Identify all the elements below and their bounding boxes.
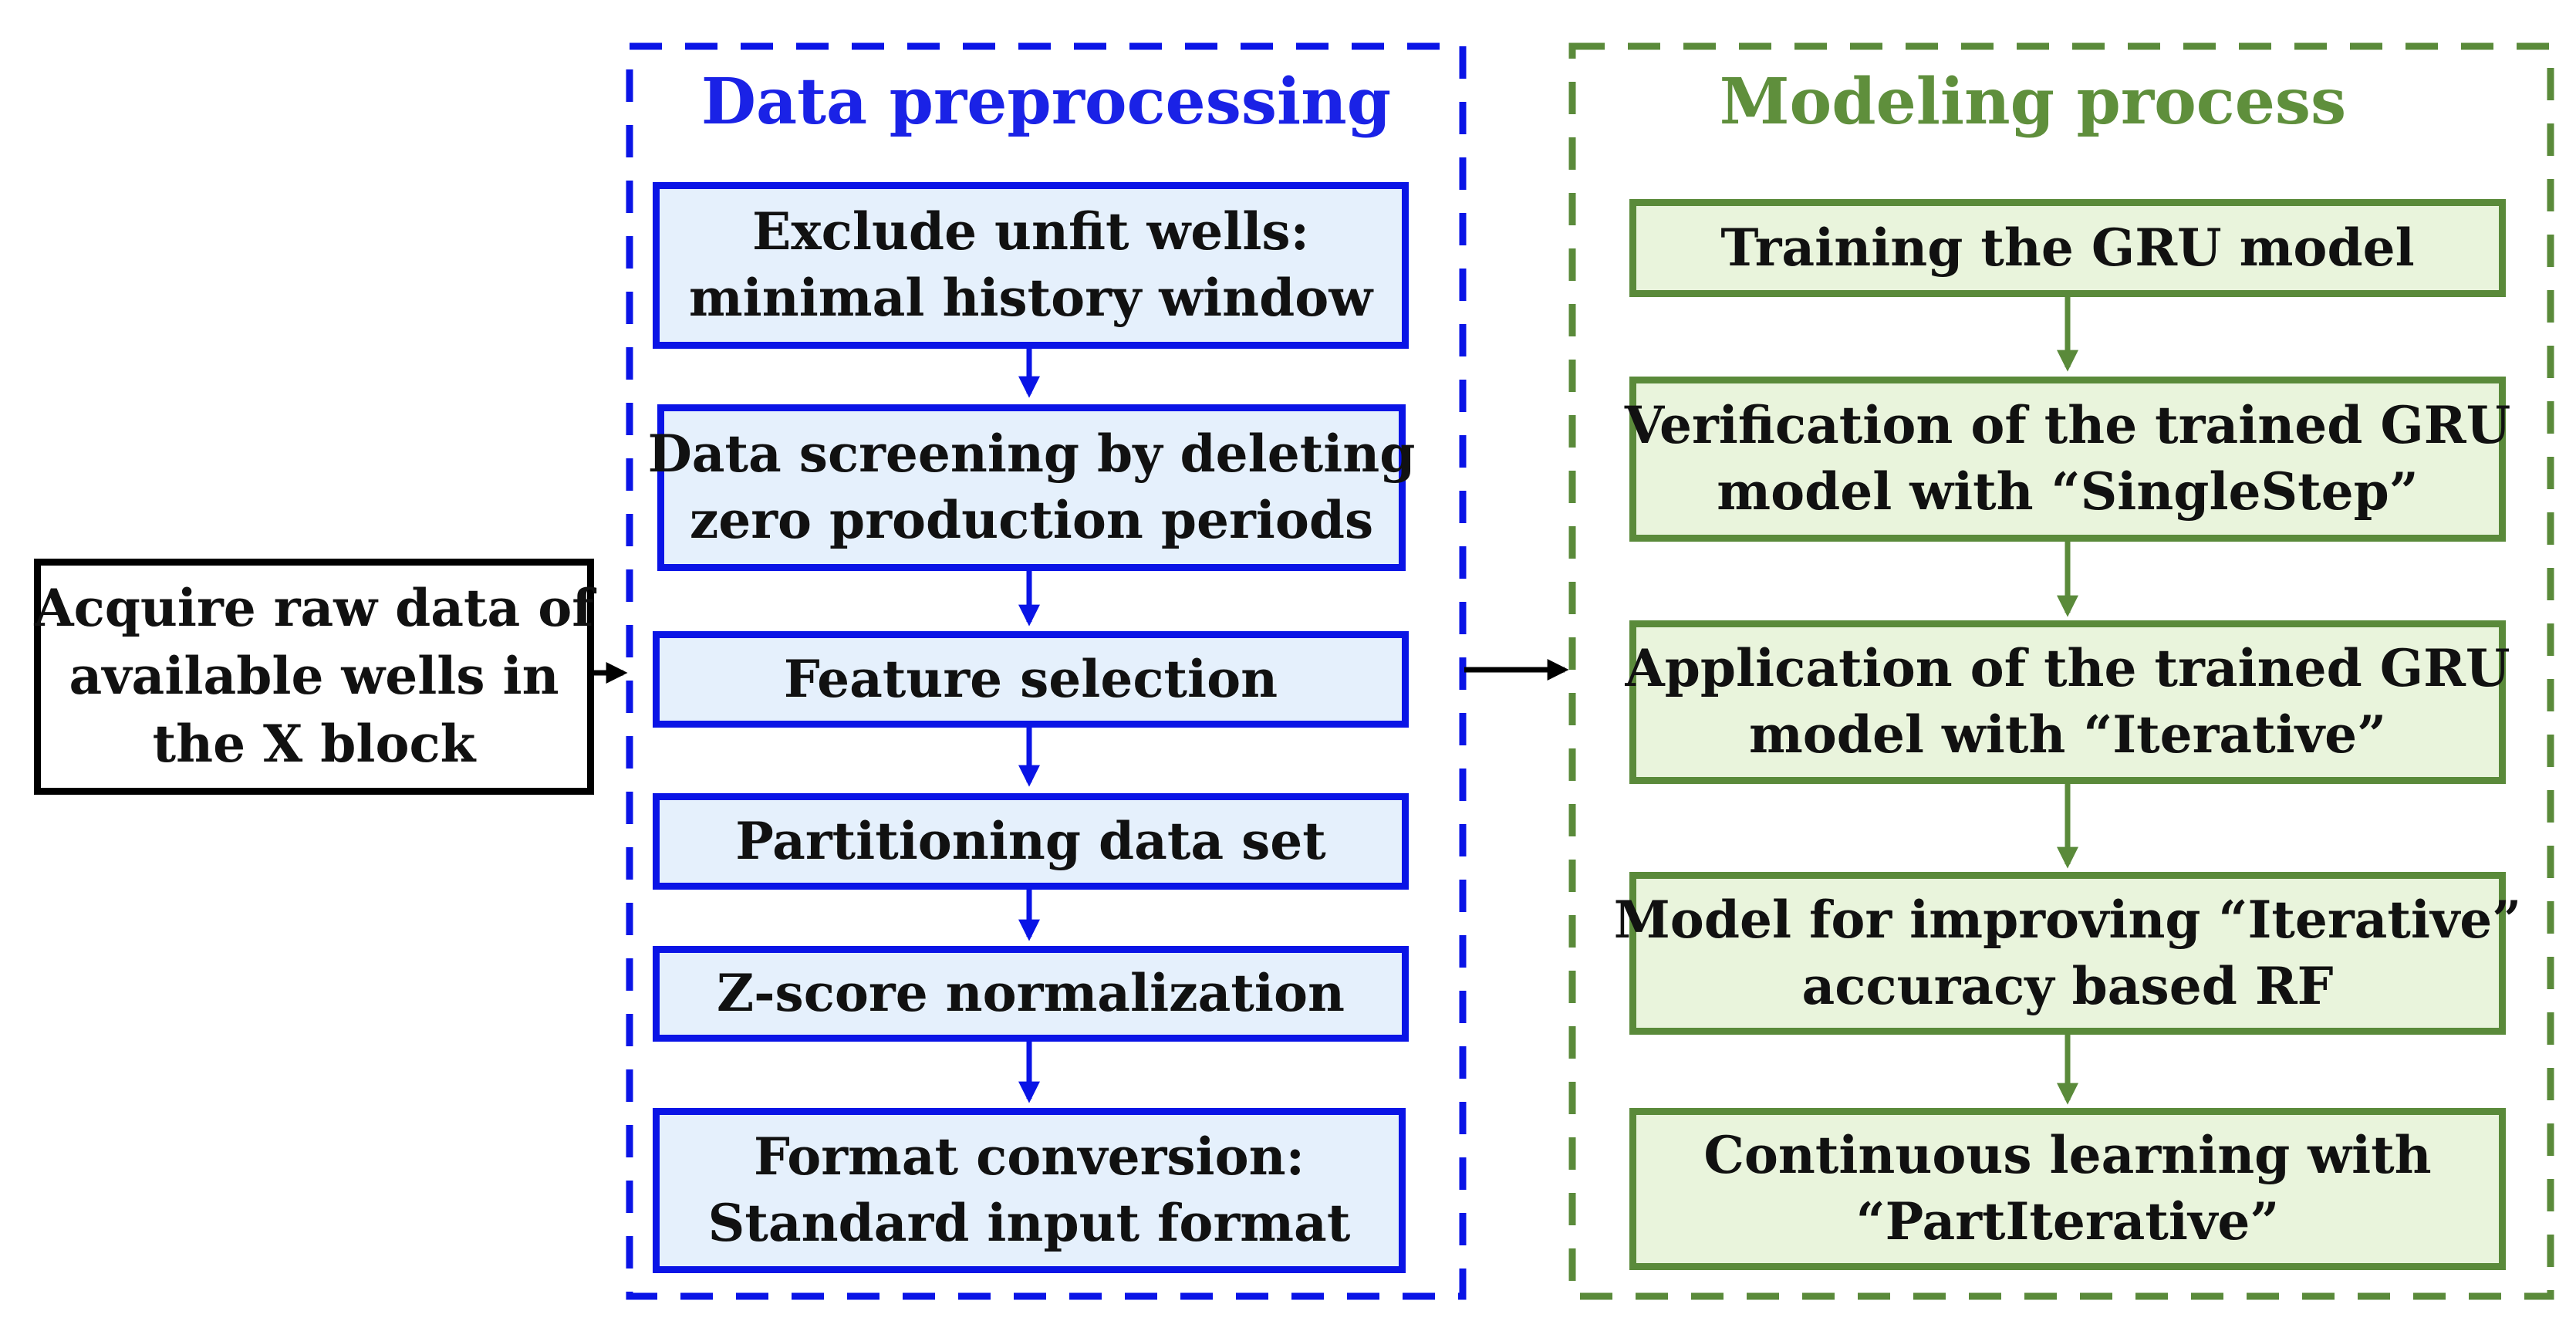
step-line: Data screening by deleting: [647, 424, 1416, 485]
step-line: accuracy based RF: [1801, 955, 2334, 1016]
step-line: Training the GRU model: [1720, 217, 2415, 278]
modeling-step-training: Training the GRU model: [1629, 199, 2506, 297]
modeling-step-application: Application of the trained GRU model wit…: [1626, 620, 2510, 784]
step-line: Verification of the trained GRU: [1624, 395, 2511, 456]
step-line: Partitioning data set: [735, 810, 1326, 871]
input-box: Acquire raw data of available wells in t…: [34, 559, 594, 795]
input-line: the X block: [152, 713, 476, 774]
preprocessing-title: Data preprocessing: [701, 65, 1392, 139]
step-line: model with “Iterative”: [1748, 704, 2387, 765]
step-line: Exclude unfit wells:: [752, 201, 1309, 262]
step-line: Z-score normalization: [716, 963, 1345, 1024]
preprocessing-step-format-conversion: Format conversion: Standard input format: [653, 1108, 1406, 1273]
modeling-step-verification: Verification of the trained GRU model wi…: [1625, 377, 2510, 542]
step-line: zero production periods: [689, 490, 1374, 550]
step-line: Format conversion:: [753, 1127, 1305, 1187]
step-line: “PartIterative”: [1855, 1191, 2280, 1252]
modeling-step-continuous-learning: Continuous learning with “PartIterative”: [1629, 1108, 2506, 1270]
step-line: Feature selection: [783, 648, 1278, 709]
modeling-title: Modeling process: [1719, 65, 2347, 139]
step-line: Application of the trained GRU: [1625, 638, 2510, 699]
step-line: model with “SingleStep”: [1717, 461, 2419, 522]
preprocessing-step-z-score: Z-score normalization: [653, 946, 1409, 1042]
input-line: available wells in: [69, 646, 559, 707]
preprocessing-step-data-screening: Data screening by deleting zero producti…: [648, 404, 1415, 571]
step-line: Standard input format: [707, 1193, 1351, 1253]
preprocessing-group-frame: [626, 42, 1467, 1300]
step-line: minimal history window: [688, 268, 1373, 328]
preprocessing-step-partitioning: Partitioning data set: [653, 793, 1409, 890]
modeling-step-rf-improvement: Model for improving “Iterative” accuracy…: [1614, 872, 2521, 1035]
input-line: Acquire raw data of: [34, 578, 594, 639]
preprocessing-step-feature-selection: Feature selection: [653, 631, 1409, 728]
step-line: Continuous learning with: [1703, 1125, 2432, 1186]
preprocessing-step-exclude-wells: Exclude unfit wells: minimal history win…: [653, 182, 1409, 349]
step-line: Model for improving “Iterative”: [1613, 889, 2522, 950]
